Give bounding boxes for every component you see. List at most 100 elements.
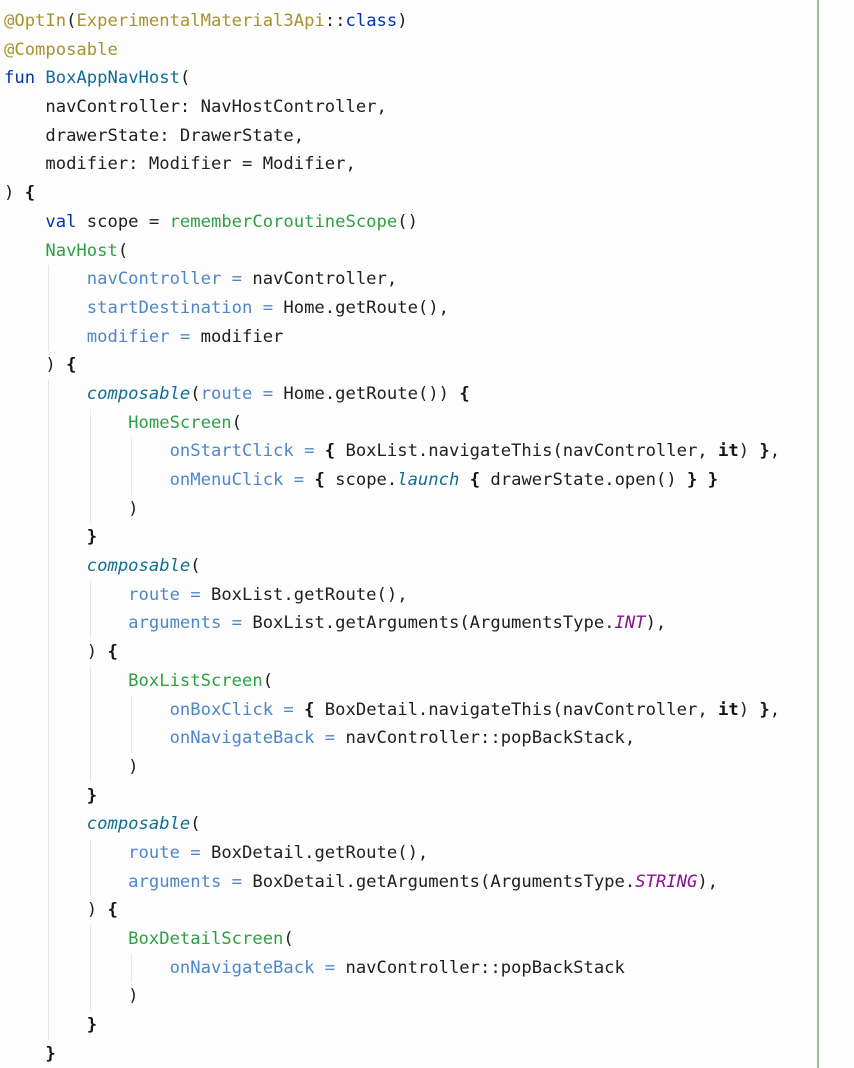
code-token: onNavigateBack = bbox=[169, 728, 346, 749]
code-token: { bbox=[314, 470, 325, 490]
code-line: ) { bbox=[4, 179, 854, 208]
indent-guide bbox=[48, 609, 50, 639]
code-token: onNavigateBack = bbox=[169, 957, 346, 978]
code-token: launch bbox=[397, 470, 460, 490]
indent-guide bbox=[89, 609, 91, 639]
code-line: } bbox=[4, 1040, 854, 1068]
indent-guide bbox=[89, 982, 91, 1012]
code-line: onStartClick = { BoxList.navigateThis(na… bbox=[4, 437, 854, 466]
code-line: @Composable bbox=[4, 36, 854, 65]
code-token: ( bbox=[231, 412, 243, 433]
code-token: ) bbox=[86, 642, 108, 663]
code-line: fun BoxAppNavHost( bbox=[4, 64, 854, 93]
indent-guide bbox=[89, 925, 91, 954]
indent-guide bbox=[48, 1011, 50, 1040]
indent-guide bbox=[89, 494, 91, 524]
code-token: :: bbox=[324, 11, 346, 31]
code-token: arguments = bbox=[128, 613, 253, 634]
code-line: navController: NavHostController, bbox=[4, 93, 854, 122]
code-line: } bbox=[4, 523, 854, 553]
code-token: () bbox=[397, 211, 418, 232]
code-token: ) bbox=[86, 900, 108, 921]
code-token: it bbox=[718, 441, 739, 462]
code-token: { bbox=[459, 383, 470, 404]
indent-guide bbox=[48, 437, 50, 466]
code-token: ) bbox=[128, 498, 139, 519]
code-token: ( bbox=[283, 929, 294, 949]
code-token: class bbox=[345, 11, 398, 31]
code-token: drawerState: DrawerState, bbox=[45, 125, 305, 146]
code-line: arguments = BoxDetail.getArguments(Argum… bbox=[4, 867, 854, 897]
indent-guide bbox=[131, 953, 133, 983]
code-token: route = bbox=[200, 383, 284, 404]
indent-guide bbox=[89, 752, 91, 782]
code-line: ) bbox=[4, 752, 854, 782]
code-token: BoxListScreen bbox=[128, 670, 263, 691]
code-token: { bbox=[66, 355, 77, 376]
indent-guide bbox=[131, 695, 133, 725]
code-token: BoxList.navigateThis(navController, bbox=[335, 441, 719, 462]
indent-guide bbox=[48, 666, 50, 696]
code-token: fun bbox=[4, 68, 46, 89]
code-line: modifier = modifier bbox=[4, 322, 854, 352]
code-token: onStartClick = bbox=[169, 441, 325, 462]
code-line: composable( bbox=[4, 810, 854, 839]
indent-guide bbox=[48, 724, 50, 753]
code-token: ) bbox=[397, 11, 408, 31]
code-token: BoxDetail.getRoute(), bbox=[210, 842, 429, 863]
code-token: BoxDetailScreen bbox=[128, 929, 284, 949]
indent-guide bbox=[48, 752, 50, 782]
code-token: , bbox=[769, 441, 781, 462]
code-token: ) bbox=[4, 183, 25, 204]
code-token: ), bbox=[697, 871, 719, 892]
code-token: val bbox=[45, 211, 77, 232]
indent-guide bbox=[89, 437, 91, 466]
code-token: Home.getRoute(), bbox=[283, 297, 449, 318]
code-token: } bbox=[86, 1015, 98, 1036]
code-token: ( bbox=[190, 814, 201, 835]
code-token: { bbox=[469, 470, 481, 490]
indent-guide bbox=[89, 867, 91, 897]
indent-guide bbox=[131, 466, 133, 495]
code-token: Home.getRoute()) bbox=[283, 383, 460, 404]
indent-guide bbox=[48, 265, 50, 294]
code-token: onBoxClick = bbox=[169, 699, 305, 720]
code-token: route = bbox=[128, 584, 211, 605]
code-line: composable( bbox=[4, 552, 854, 581]
code-token: navController: NavHostController, bbox=[45, 97, 387, 118]
code-token: , bbox=[769, 699, 781, 720]
code-token: rememberCoroutineScope bbox=[169, 211, 398, 232]
code-token: BoxAppNavHost bbox=[45, 68, 180, 89]
indent-guide bbox=[48, 580, 50, 610]
code-line: @OptIn(ExperimentalMaterial3Api::class) bbox=[4, 7, 854, 36]
code-token: ( bbox=[190, 383, 201, 404]
code-token: ) bbox=[738, 441, 760, 462]
code-line: startDestination = Home.getRoute(), bbox=[4, 293, 854, 323]
code-token: ) bbox=[738, 699, 760, 720]
code-token: ) bbox=[128, 986, 139, 1007]
code-line: composable(route = Home.getRoute()) { bbox=[4, 379, 854, 409]
code-token: modifier: Modifier = Modifier, bbox=[45, 154, 356, 175]
code-token: navController, bbox=[252, 269, 398, 290]
indent-guide bbox=[48, 523, 50, 553]
indent-guide bbox=[89, 724, 91, 753]
indent-guide bbox=[48, 322, 50, 352]
code-token: { bbox=[107, 642, 118, 663]
code-line: ) { bbox=[4, 351, 854, 380]
code-token: } bbox=[86, 785, 98, 806]
code-line: route = BoxList.getRoute(), bbox=[4, 580, 854, 610]
indent-guide bbox=[48, 552, 50, 581]
code-token: navController::popBackStack, bbox=[345, 728, 636, 749]
code-token: modifier bbox=[200, 326, 284, 347]
indent-guide bbox=[48, 494, 50, 524]
indent-guide bbox=[48, 838, 50, 868]
code-token: { bbox=[324, 441, 336, 462]
indent-guide bbox=[89, 666, 91, 696]
code-token: { bbox=[24, 183, 36, 204]
code-line: ) bbox=[4, 982, 854, 1012]
code-token: navController::popBackStack bbox=[345, 957, 625, 978]
code-token: } bbox=[759, 441, 770, 462]
indent-guide bbox=[48, 638, 50, 667]
code-token: ExperimentalMaterial3Api bbox=[76, 11, 325, 31]
code-token: arguments = bbox=[128, 871, 253, 892]
